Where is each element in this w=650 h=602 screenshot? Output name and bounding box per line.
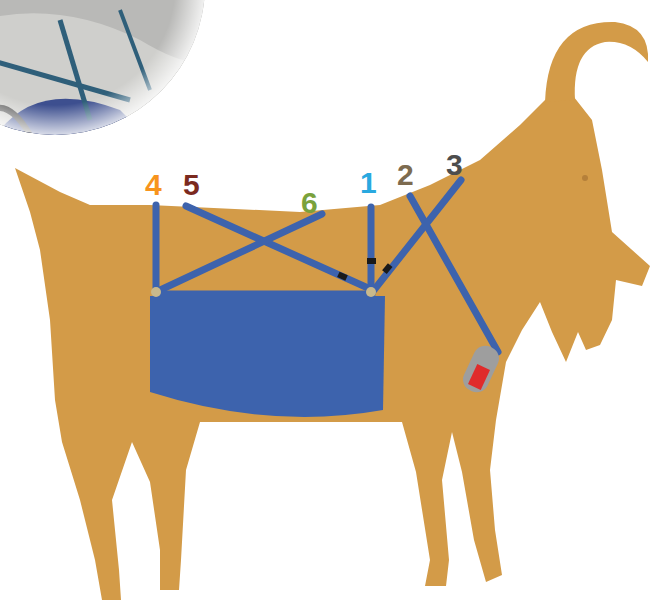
callout-number: 5 bbox=[183, 170, 200, 200]
ring bbox=[366, 287, 376, 297]
goat-silhouette bbox=[15, 22, 650, 600]
callout-number: 4 bbox=[145, 170, 162, 200]
buckles bbox=[337, 258, 392, 281]
collar-tag bbox=[459, 342, 503, 396]
belly-band bbox=[150, 296, 385, 417]
ring bbox=[151, 287, 161, 297]
photo-inset bbox=[0, 0, 210, 140]
callout-number: 6 bbox=[301, 188, 318, 218]
callout-number: 1 bbox=[360, 168, 377, 198]
callout-number: 2 bbox=[397, 160, 414, 190]
callout-number: 3 bbox=[446, 150, 463, 180]
